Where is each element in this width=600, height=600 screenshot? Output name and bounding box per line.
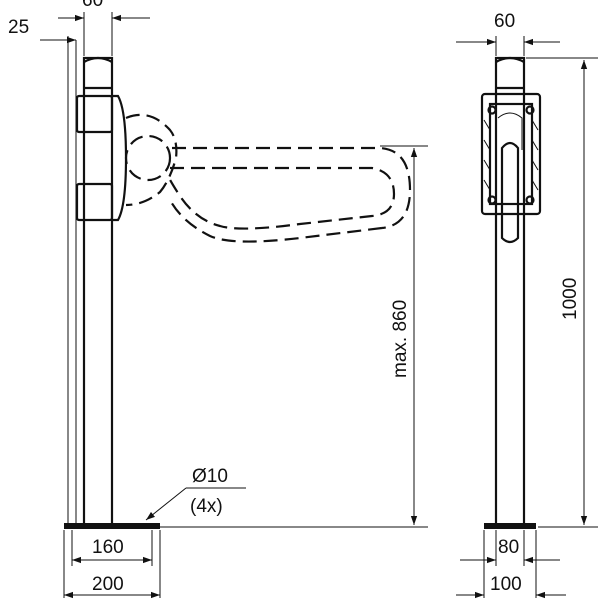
- side-view: 25 60 max. 860 Ø10 (4x) 160 200: [8, 0, 428, 599]
- front-arm: [500, 141, 520, 244]
- bracket-hatch-right: [531, 119, 539, 191]
- dim-height-max-label: max. 860: [390, 300, 411, 378]
- dim-left-offset-label: 25: [8, 17, 29, 38]
- screw-icon-1: [487, 105, 497, 115]
- base-plate: [64, 523, 160, 529]
- front-bracket-inner: [488, 102, 534, 206]
- dim-left-top-width-label: 60: [82, 0, 103, 11]
- screw-icon-3: [487, 195, 497, 205]
- front-post-cap: [495, 56, 525, 63]
- dim-height-total-label: 1000: [560, 278, 581, 320]
- dim-foot-outer-label: 100: [490, 574, 522, 595]
- bracket-hatch-left: [483, 119, 491, 191]
- hole-count-label: (4x): [190, 496, 223, 517]
- dim-right-top-width-label: 60: [494, 11, 515, 32]
- hole-diameter-label: Ø10: [192, 466, 228, 487]
- mount-plate: [112, 94, 128, 222]
- hinge-circle: [124, 134, 172, 182]
- front-post: [494, 56, 526, 527]
- front-view: 60 1000 80 100: [456, 11, 598, 599]
- hinge-housing: [125, 113, 178, 207]
- post: [82, 56, 114, 527]
- post-cap: [83, 56, 113, 63]
- dim-base-inner-label: 160: [92, 537, 124, 558]
- screw-icon-2: [525, 105, 535, 115]
- arm-lower: [167, 166, 396, 230]
- upper-bracket: [75, 94, 114, 134]
- arm-upper: [172, 146, 412, 230]
- dim-foot-inner-label: 80: [498, 537, 519, 558]
- front-bracket: [480, 92, 542, 216]
- front-base-plate: [484, 523, 536, 529]
- lower-bracket: [75, 182, 114, 222]
- arm-return: [169, 199, 383, 243]
- screw-icon-4: [525, 195, 535, 205]
- front-hinge: [497, 112, 523, 150]
- hole-leader: [145, 487, 187, 521]
- dim-base-outer-label: 200: [92, 574, 124, 595]
